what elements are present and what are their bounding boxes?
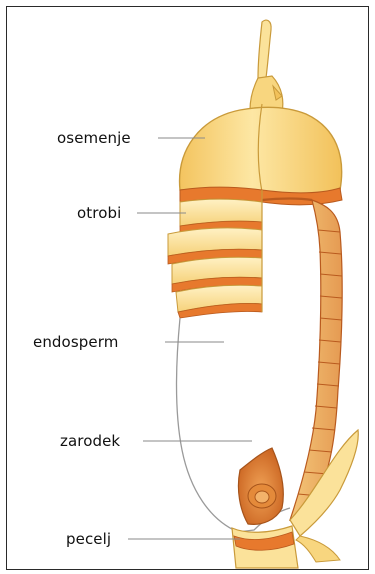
label-otrobi: otrobi bbox=[77, 204, 121, 222]
label-pecelj: pecelj bbox=[66, 530, 111, 548]
label-osemenje: osemenje bbox=[57, 129, 131, 147]
label-endosperm: endosperm bbox=[33, 333, 118, 351]
label-zarodek: zarodek bbox=[60, 432, 120, 450]
awn-tip bbox=[258, 20, 271, 78]
bran-layers bbox=[168, 199, 262, 318]
husk-leaf-2 bbox=[296, 536, 340, 562]
embryo-inner bbox=[255, 491, 269, 503]
